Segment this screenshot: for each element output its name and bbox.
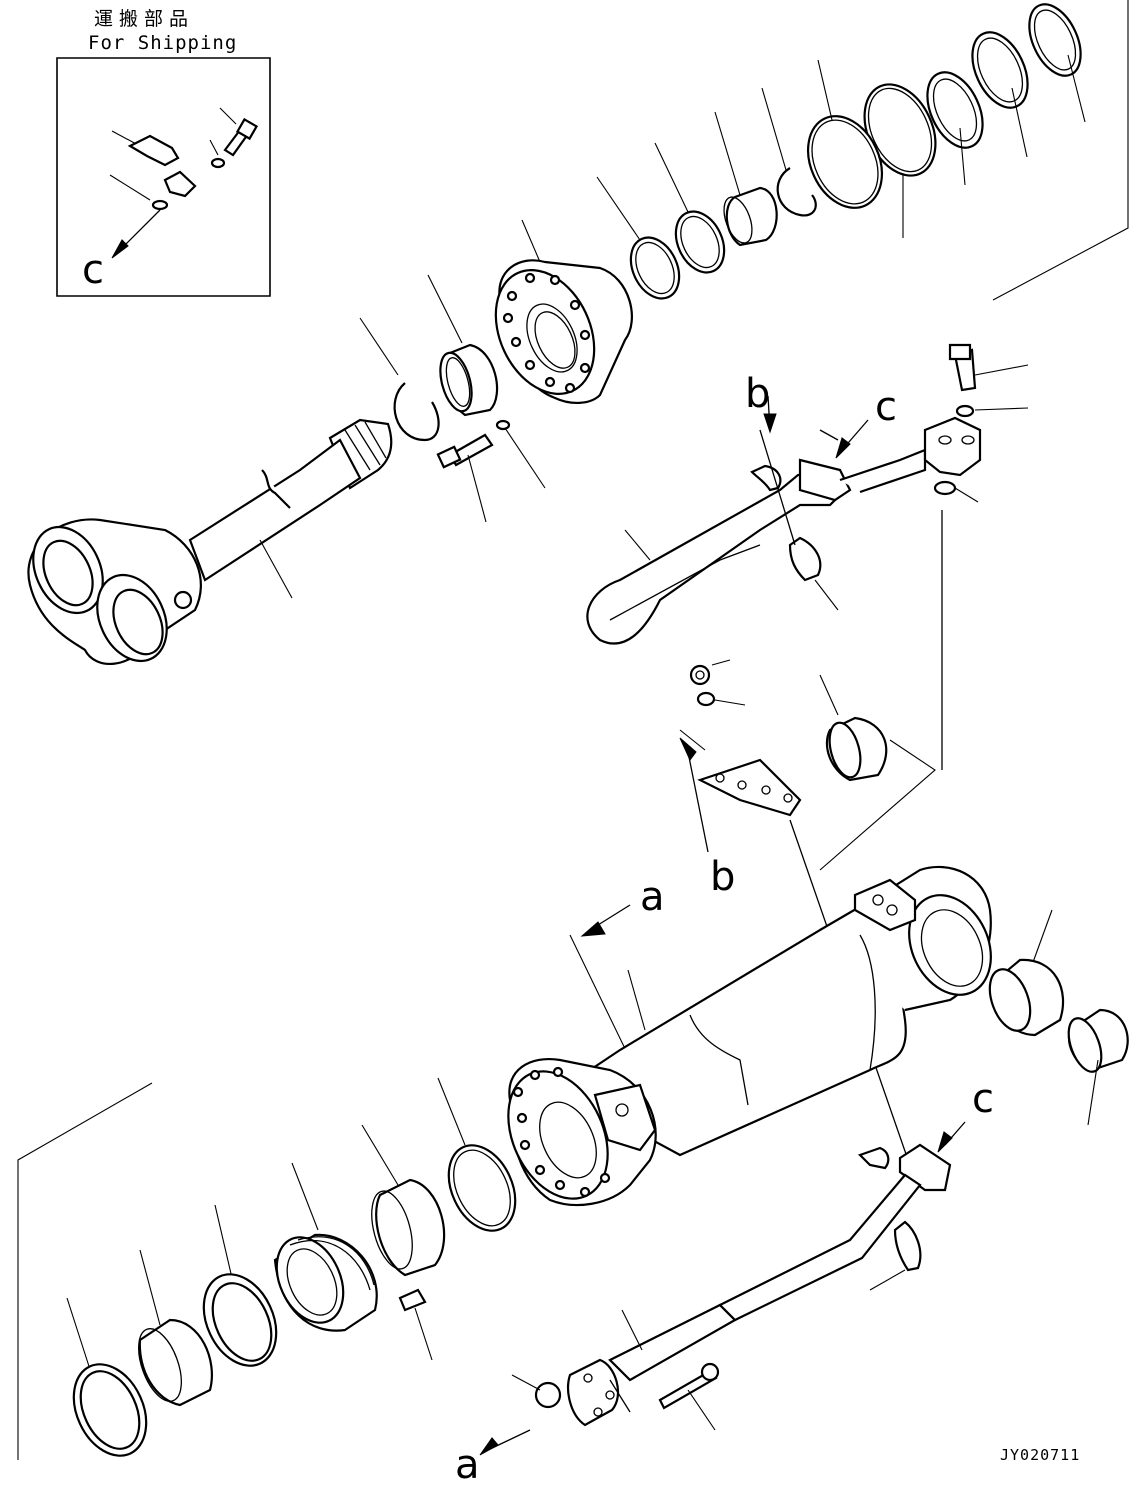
inset-ref-label: c <box>82 247 104 293</box>
callout-a-bottom: a <box>455 1442 480 1488</box>
inset-clamp-parts <box>110 108 257 258</box>
cylinder-tube <box>489 867 1007 1215</box>
head-bolt <box>438 421 545 522</box>
callout-c-bottom: c <box>972 1076 994 1122</box>
piston-seal-stack <box>60 1078 528 1467</box>
group-bracket-upper <box>993 0 1128 300</box>
inset-title-en: For Shipping <box>88 32 237 54</box>
cylinder-head <box>477 220 632 410</box>
group-bracket-lower <box>18 1083 152 1460</box>
piston-rod <box>20 420 391 672</box>
rod-bushing <box>428 275 497 415</box>
callout-a-mid: a <box>640 874 665 920</box>
upper-seal-rings <box>597 0 1091 306</box>
callout-c-top: c <box>875 384 897 430</box>
inset-title-jp: 運搬部品 <box>94 8 194 30</box>
upper-pipe-assembly <box>587 345 1028 644</box>
drawing-code: JY020711 <box>1000 1446 1080 1464</box>
callout-b-mid: b <box>710 854 735 900</box>
shipping-inset: 運搬部品 For Shipping c <box>57 8 270 296</box>
middle-parts <box>680 510 942 1180</box>
callout-b-top: b <box>745 371 770 417</box>
inset-frame <box>57 58 270 296</box>
snap-ring <box>360 318 439 440</box>
lower-pipe-assembly <box>480 1122 965 1455</box>
tube-end-bushings <box>982 910 1128 1125</box>
